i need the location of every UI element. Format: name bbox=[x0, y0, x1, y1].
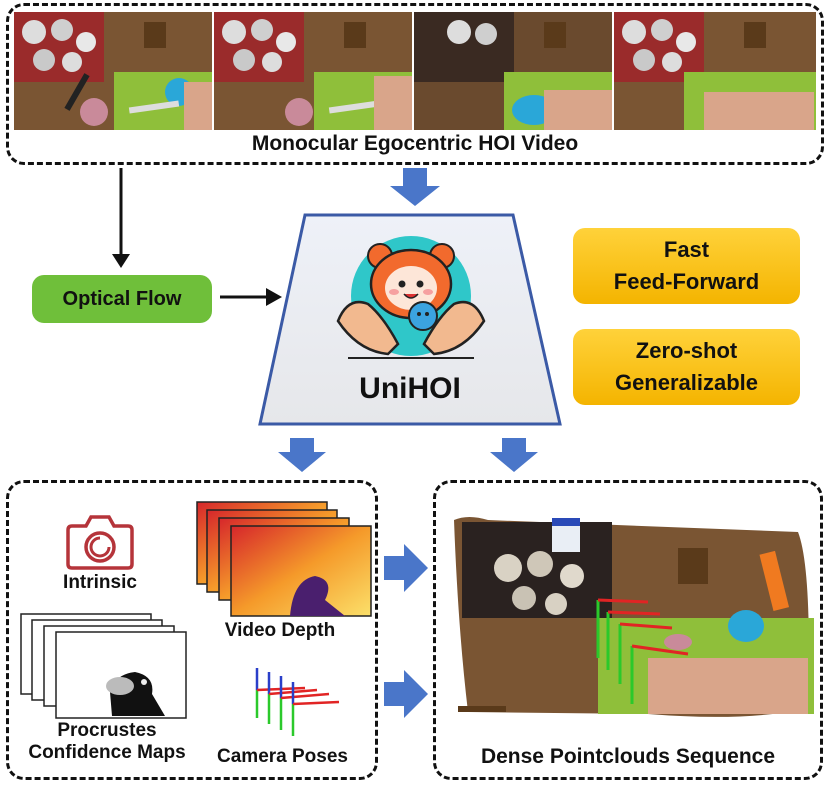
feature-zeroshot-line1: Zero-shot bbox=[635, 338, 738, 363]
intrinsic-label: Intrinsic bbox=[63, 572, 137, 593]
video-frame-4 bbox=[614, 12, 816, 130]
video-input-box bbox=[6, 3, 824, 165]
camera-poses-label: Camera Poses bbox=[217, 746, 348, 767]
model-name: UniHOI bbox=[359, 372, 461, 405]
optical-flow-box: Optical Flow bbox=[32, 275, 212, 323]
video-title: Monocular Egocentric HOI Video bbox=[251, 132, 579, 155]
video-frame-1 bbox=[14, 12, 212, 130]
mascot-logo-icon bbox=[336, 236, 486, 359]
procrustes-label: Procrustes Confidence Maps bbox=[12, 720, 202, 764]
procrustes-line2: Confidence Maps bbox=[28, 742, 186, 763]
video-frame-3 bbox=[414, 12, 612, 130]
feature-fast-badge: Fast Feed-Forward bbox=[573, 228, 800, 304]
procrustes-line1: Procrustes bbox=[57, 720, 157, 741]
feature-fast-line2: Feed-Forward bbox=[613, 269, 760, 294]
confidence-map-stack bbox=[20, 612, 190, 722]
pointcloud-render bbox=[454, 517, 814, 717]
video-frame-2 bbox=[214, 12, 412, 130]
video-depth-label: Video Depth bbox=[224, 620, 336, 641]
depth-map-stack bbox=[195, 500, 375, 620]
camera-icon bbox=[66, 515, 134, 570]
pointcloud-title: Dense Pointclouds Sequence bbox=[480, 745, 776, 768]
optical-flow-label: Optical Flow bbox=[62, 288, 182, 310]
feature-zeroshot-badge: Zero-shot Generalizable bbox=[573, 329, 800, 405]
feature-fast-line1: Fast bbox=[663, 237, 710, 262]
camera-poses-graphic bbox=[255, 668, 340, 736]
outputs-box bbox=[6, 480, 378, 780]
pointcloud-box bbox=[433, 480, 823, 780]
feature-zeroshot-line2: Generalizable bbox=[614, 370, 759, 395]
